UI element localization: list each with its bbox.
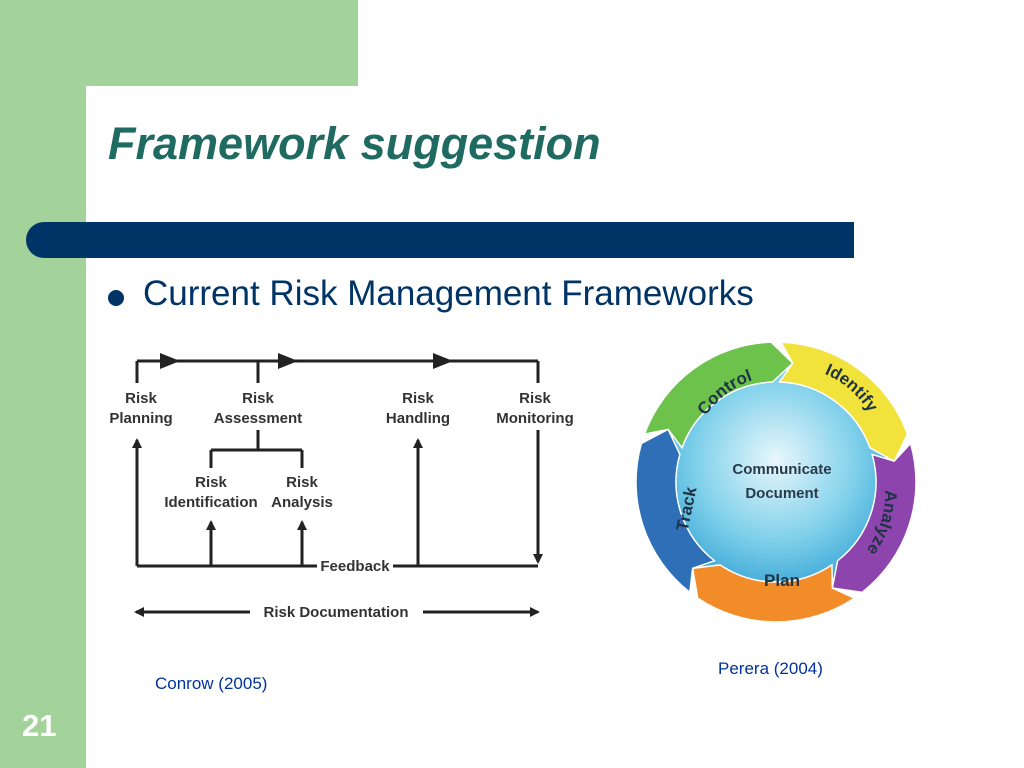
planning-label-1: Risk	[125, 390, 157, 407]
documentation-label: Risk Documentation	[263, 604, 408, 621]
monitoring-label-1: Risk	[519, 390, 551, 407]
center-label-1: Communicate	[732, 461, 831, 478]
slide-title: Framework suggestion	[108, 118, 601, 169]
slide-number: 21	[22, 708, 57, 743]
plan-label: Plan	[764, 571, 800, 590]
top-arrowhead-3	[433, 353, 453, 369]
cycle-segment-track	[635, 428, 716, 594]
analysis-label-1: Risk	[286, 474, 318, 491]
perera-caption: Perera (2004)	[718, 659, 823, 678]
identification-label-1: Risk	[195, 474, 227, 491]
title-underline-bar	[26, 222, 854, 258]
identification-label-2: Identification	[164, 494, 257, 511]
sidebar-band	[0, 0, 86, 768]
bullet-text: Current Risk Management Frameworks	[143, 274, 754, 313]
assessment-label-1: Risk	[242, 390, 274, 407]
cycle-center	[664, 370, 888, 594]
planning-label-2: Planning	[109, 410, 172, 427]
handling-label-2: Handling	[386, 410, 450, 427]
bullet-icon	[108, 290, 124, 306]
feedback-label: Feedback	[320, 558, 390, 575]
handling-label-1: Risk	[402, 390, 434, 407]
top-arrowhead-2	[278, 353, 298, 369]
top-arrowhead-1	[160, 353, 180, 369]
top-band	[0, 0, 358, 86]
analysis-label-2: Analysis	[271, 494, 333, 511]
conrow-caption: Conrow (2005)	[155, 674, 268, 693]
center-label-2: Document	[745, 485, 818, 502]
monitoring-label-2: Monitoring	[496, 410, 573, 427]
assessment-label-2: Assessment	[214, 410, 302, 427]
